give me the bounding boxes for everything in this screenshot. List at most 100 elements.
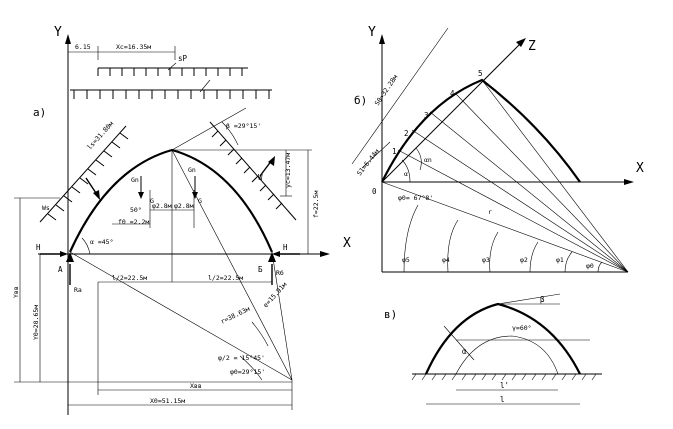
alpha-label: α =45°	[90, 238, 113, 246]
ground-hatch	[411, 373, 597, 381]
phi3-label: φ3	[482, 256, 490, 264]
ws-label: Ws	[42, 204, 50, 212]
gn-right-label: Gn	[188, 166, 196, 174]
angle-50-label: 50°	[130, 206, 142, 214]
origin-label: 0	[372, 187, 377, 196]
point-5: 5	[478, 69, 483, 78]
phi1-label: φ1	[556, 256, 564, 264]
panel-b-label: б)	[354, 94, 367, 107]
point-4: 4	[450, 89, 455, 98]
arrow-head-icon	[60, 251, 68, 257]
arrow-head-icon	[138, 192, 144, 199]
a-label: A	[58, 265, 63, 274]
ls-label: ls=31.80м	[86, 120, 116, 152]
phi4-label: φ4	[442, 256, 450, 264]
s1-label: S1=6.44м	[355, 148, 381, 178]
arrow-head-icon	[272, 251, 280, 257]
load-sp-label: sP	[178, 54, 188, 63]
point-1: 1	[392, 147, 397, 156]
radius-line	[271, 251, 293, 381]
right-x-arrow-icon	[624, 179, 634, 185]
right-y-arrow-icon	[379, 34, 385, 44]
beta-arc	[221, 121, 239, 146]
z-arrow-icon	[516, 38, 526, 47]
phi-arc	[251, 321, 269, 347]
arrow-head-icon	[93, 190, 100, 200]
l-inner-label: l'	[500, 381, 509, 390]
dim-xc: Xc=16.35м	[116, 43, 151, 51]
phi-half-label: φ/2 = 15°45'	[218, 354, 265, 362]
b-label: Б	[258, 265, 263, 274]
alpha-bottom-label: α	[462, 347, 467, 356]
snow-load	[97, 67, 248, 76]
left-axis-y-label: Y	[54, 25, 62, 40]
xbb-label: Xвв	[190, 382, 202, 390]
support-a-icon	[66, 252, 74, 262]
right-arch-curve	[381, 78, 581, 183]
dim-6-15: 6.15	[75, 43, 91, 51]
r-label: r=38.63м	[219, 305, 251, 326]
beta-label: β =29°15'	[226, 122, 261, 130]
support-b-icon	[268, 252, 276, 262]
e2-label: φ2.8м	[174, 202, 194, 210]
phi-0-label: φ0= 67°8'	[398, 194, 433, 202]
bottom-diagram: β α γ=60° l' l в)	[384, 293, 602, 405]
beta-bottom-label: β	[540, 295, 545, 304]
leader	[199, 79, 211, 93]
alpha-n-arc	[415, 147, 422, 171]
left-x-arrow-icon	[320, 251, 330, 257]
f0-label: f0 =2.2м	[118, 218, 149, 226]
inner-arc	[455, 335, 559, 375]
alpha-line	[443, 325, 475, 361]
g-left-label: G	[150, 197, 154, 205]
alpha-r-label: α	[404, 170, 408, 178]
phi0-r-label: φ0	[586, 262, 594, 270]
w-label: W	[258, 173, 263, 182]
alpha-arc	[81, 237, 91, 255]
right-axis-y-label: Y	[368, 25, 376, 40]
phi0-arc	[239, 355, 263, 381]
bottom-arch-curve	[424, 302, 581, 375]
left-axis-x-label: X	[343, 236, 351, 251]
alpha-arc	[401, 159, 411, 183]
axis-z-label: Z	[528, 39, 536, 54]
yc-label: yc=13.47м	[284, 153, 292, 188]
alpha-n-label: αn	[424, 156, 432, 164]
g-right-label: G	[198, 197, 202, 205]
radius-line	[69, 251, 293, 381]
arrow-head-icon	[268, 156, 275, 166]
radial-rays	[381, 79, 629, 273]
h-right-label: H	[283, 243, 288, 252]
dead-load	[70, 89, 272, 99]
left-diagram: Y X 6.15 Xc=16.35м sP	[12, 25, 351, 415]
leader	[167, 62, 177, 71]
s0-dim	[351, 27, 449, 165]
arrow-head-icon	[192, 192, 198, 199]
s1-dim	[361, 141, 391, 169]
radius-line	[171, 149, 293, 381]
rb-label: Rб	[276, 269, 284, 277]
arch-curve	[68, 148, 274, 253]
tangent-line	[497, 293, 561, 305]
right-axis-x-label: X	[636, 161, 644, 176]
x0-label: X0=51.15м	[150, 397, 185, 405]
h-left-label: H	[36, 243, 41, 252]
left-y-arrow-icon	[65, 34, 71, 44]
z-axis	[381, 41, 523, 183]
right-diagram: Y X Z φ5 φ4 φ3 φ2 φ1	[351, 25, 644, 273]
phi2-label: φ2	[520, 256, 528, 264]
wind-load-right	[209, 121, 297, 221]
gn-left-label: Gn	[131, 176, 139, 184]
ra-label: Ra	[74, 286, 82, 294]
point-3: 3	[424, 111, 429, 120]
point-2: 2	[404, 129, 409, 138]
e1-label: φ2.8м	[152, 202, 172, 210]
gamma-label: γ=60°	[512, 324, 532, 332]
beta-ray	[171, 107, 247, 151]
half-l-2: l/2=22.5м	[208, 274, 243, 282]
e-label: e=15.91м	[262, 281, 289, 310]
y0-label: Y0=28.65м	[32, 305, 40, 340]
l-label: l	[500, 395, 505, 404]
